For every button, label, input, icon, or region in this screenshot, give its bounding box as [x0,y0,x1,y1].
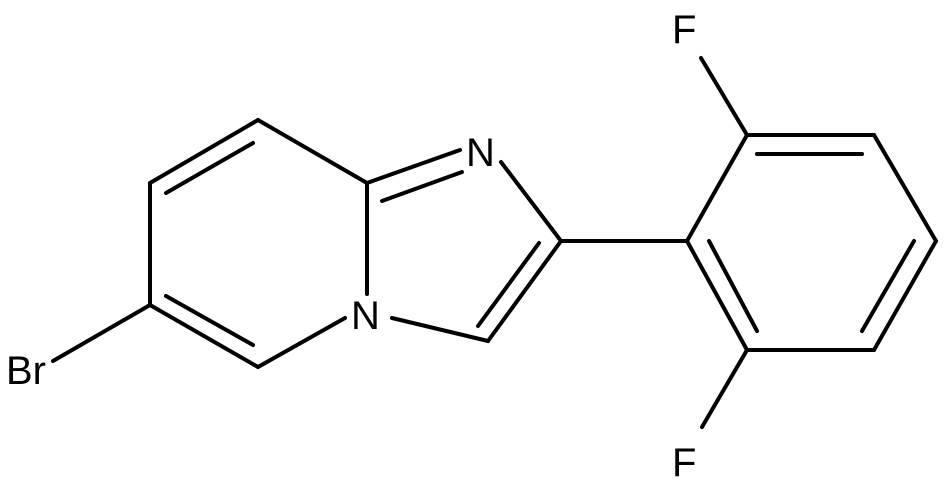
bond-c2-c3-inner [476,241,541,328]
bond-c6prime-c1prime [685,239,749,352]
atom-br-label: Br [6,349,46,393]
bond-c8-c7 [148,118,260,185]
atom-f2-label: F [672,441,696,484]
bond-c6prime-c1prime-inner [707,239,759,333]
bond-c8-c7-inner [164,141,255,195]
atom-f1-label: F [672,8,696,52]
bond-c8a-c8 [256,118,369,185]
bond-c2prime-f1 [699,56,749,137]
bond-c5-n4 [256,316,347,369]
bond-n1-c2 [499,160,563,243]
atom-labels: N N Br F F [6,8,696,484]
bond-c3prime-c4prime [872,133,938,243]
bond-c4prime-c5prime [872,239,938,352]
bond-c6prime-f2 [700,348,749,429]
atom-n4-label: N [351,294,380,338]
bond-c1prime-c2prime [685,133,749,243]
bond-c8a-n1-inner [380,170,464,203]
bonds [51,56,938,429]
bond-c6-c5-inner [164,294,255,347]
bond-c2-c3 [486,239,563,343]
bond-c4prime-c5prime-inner [860,239,916,333]
bond-c3-n4 [390,316,490,343]
bond-c6-c5 [148,303,260,369]
bond-c8a-n1 [365,148,462,185]
bond-c6-br [51,303,152,363]
atom-n1-label: N [466,131,495,175]
